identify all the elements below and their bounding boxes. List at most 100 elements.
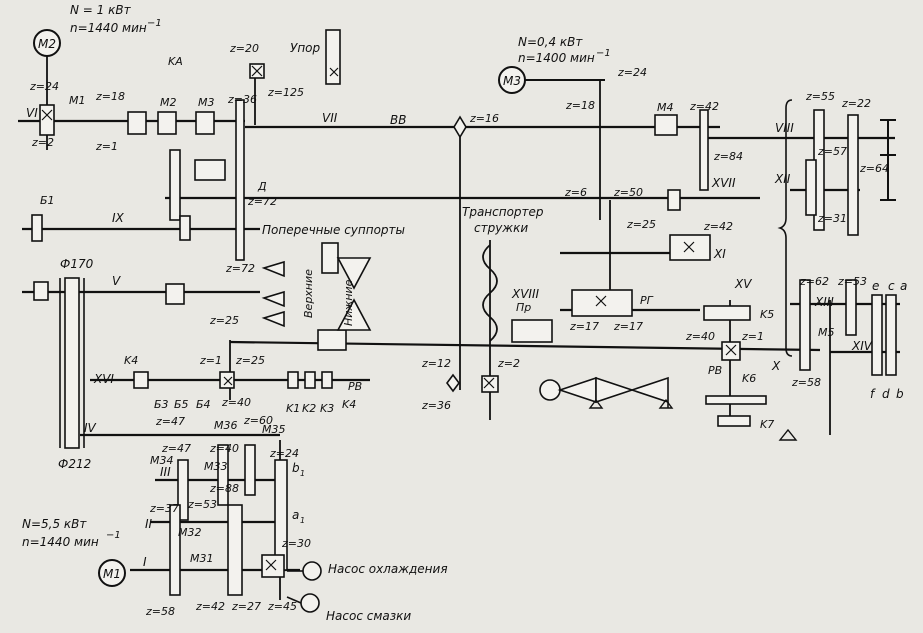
motor-m1-speed: n=1440 мин (22, 535, 99, 549)
gear-z17b: z=17 (613, 320, 643, 333)
label-conveyor-2: стружки (474, 221, 528, 235)
gear-z62: z=62 (799, 275, 829, 288)
shaft-iii: III (160, 465, 171, 479)
descriptive-labels: Упор Поперечные суппорты Верхние Нижние … (262, 41, 544, 623)
shaft-xv: XV (734, 277, 752, 291)
change-gear-a: a (900, 279, 907, 293)
shaft-ii: II (145, 517, 153, 531)
clutch-labels: M1 M2 M3 M4 M5 KA K1 K2 K3 K4 K4 K5 K6 K… (40, 55, 835, 565)
gear-z72b: z=72 (225, 262, 255, 275)
change-gear-a1: a (292, 508, 299, 522)
clutch-m31: M31 (190, 552, 214, 565)
clutch-m2: M2 (160, 96, 177, 109)
label-rv2: РВ (708, 364, 722, 377)
gear-z30: z=30 (281, 537, 311, 550)
clutch-k4b: K4 (124, 354, 138, 367)
brake-b1: Б1 (40, 194, 55, 207)
clutch-m1: M1 (69, 94, 86, 107)
gear-z25a: z=25 (626, 218, 656, 231)
clutch-m32: M32 (178, 526, 202, 539)
gear-z24c: z=24 (269, 447, 299, 460)
shaft-iv: IV (84, 421, 97, 435)
gear-z53b: z=53 (187, 498, 217, 511)
clutch-k5: K5 (760, 308, 774, 321)
motor-m3-speed-exp: −1 (596, 48, 611, 59)
gear-z1c: z=1 (199, 354, 222, 367)
shaft-x: X (771, 359, 781, 373)
motor-m1: M1 (98, 559, 126, 587)
shaft-vi: VI (26, 106, 38, 120)
spindle-heads (261, 257, 372, 331)
conveyor-arrows (539, 376, 669, 408)
motor-m2-label: M2 (38, 37, 56, 51)
gear-z50: z=50 (613, 186, 643, 199)
change-gear-a1-sub: 1 (300, 516, 305, 525)
clutch-m36: M36 (214, 419, 238, 432)
gear-z16a: z=16 (469, 112, 499, 125)
gear-z31: z=31 (817, 212, 847, 225)
gear-group-brace (777, 99, 793, 357)
clutch-m33: M33 (204, 460, 228, 473)
shaft-ix: IX (112, 211, 125, 225)
shaft-xii: XII (774, 172, 791, 186)
motor-m1-speed-exp: −1 (106, 530, 121, 541)
gear-z36b: z=36 (421, 399, 451, 412)
gear-z42b: z=42 (703, 220, 733, 233)
shaft-viii: VIII (775, 121, 794, 135)
shaft-labels: VI VII ВВ IX V XVI IV III II I VIII XII … (26, 106, 873, 569)
shaft-i: I (143, 555, 147, 569)
gear-z58b: z=58 (145, 605, 175, 618)
gear-z20: z=20 (229, 42, 259, 55)
change-gear-b1-sub: 1 (300, 469, 305, 478)
gear-z22: z=22 (841, 97, 871, 110)
shaft-xi: XI (713, 247, 726, 261)
motor-m2-speed: n=1440 мин (70, 21, 147, 35)
belt-drive (59, 278, 85, 448)
spindle-tool (880, 119, 896, 201)
clutch-ka: KA (168, 55, 183, 68)
gear-z84: z=84 (713, 150, 743, 163)
gear-z47b: z=47 (161, 442, 191, 455)
label-pr: Пр (516, 301, 531, 314)
gear-z24b: z=24 (617, 66, 647, 79)
shaft-vii: VII (322, 111, 338, 125)
gear-z24a: z=24 (29, 80, 59, 93)
label-d: Д (257, 180, 267, 193)
gear-z1a: z=1 (95, 140, 118, 153)
pumps (286, 561, 322, 613)
shaft-xviii: XVIII (511, 287, 540, 301)
gear-z53a: z=53 (837, 275, 867, 288)
pulley-labels: Ф170 Ф212 (58, 257, 94, 471)
supports (588, 398, 798, 441)
brake-b4: Б4 (196, 398, 211, 411)
motor-m3-speed: n=1400 мин (518, 51, 595, 65)
gear-z36a: z=36 (227, 93, 257, 106)
shaft-v: V (112, 274, 121, 288)
clutch-k2: K2 (302, 402, 316, 415)
motor-m3: M3 (498, 66, 605, 94)
motor-m2-speed-exp: −1 (147, 18, 162, 29)
clutch-k6: K6 (742, 372, 756, 385)
gear-z27: z=27 (231, 600, 261, 613)
gear-z88: z=88 (209, 482, 239, 495)
label-conveyor-1: Транспортер (462, 205, 544, 219)
gear-z72a: z=72 (247, 195, 277, 208)
gear-z125: z=125 (267, 86, 304, 99)
brake-b3: Б3 (154, 398, 169, 411)
gear-z6: z=6 (564, 186, 587, 199)
gear-bodies (31, 29, 897, 596)
gear-z25c: z=25 (235, 354, 265, 367)
gear-z40a: z=40 (685, 330, 715, 343)
gear-z45: z=45 (267, 600, 297, 613)
shaft-bb: ВВ (390, 113, 406, 127)
gear-z55: z=55 (805, 90, 835, 103)
change-gear-e: e (872, 279, 879, 293)
shaft-xiii: XIII (814, 295, 834, 309)
gear-z42c: z=42 (195, 600, 225, 613)
vertical-links (46, 55, 831, 600)
motor-m3-label: M3 (503, 74, 521, 88)
motor-m2-power: N = 1 кВт (70, 3, 132, 17)
gear-z42a: z=42 (689, 100, 719, 113)
label-cross-supports: Поперечные суппорты (262, 223, 405, 237)
gear-z40c: z=40 (209, 442, 239, 455)
